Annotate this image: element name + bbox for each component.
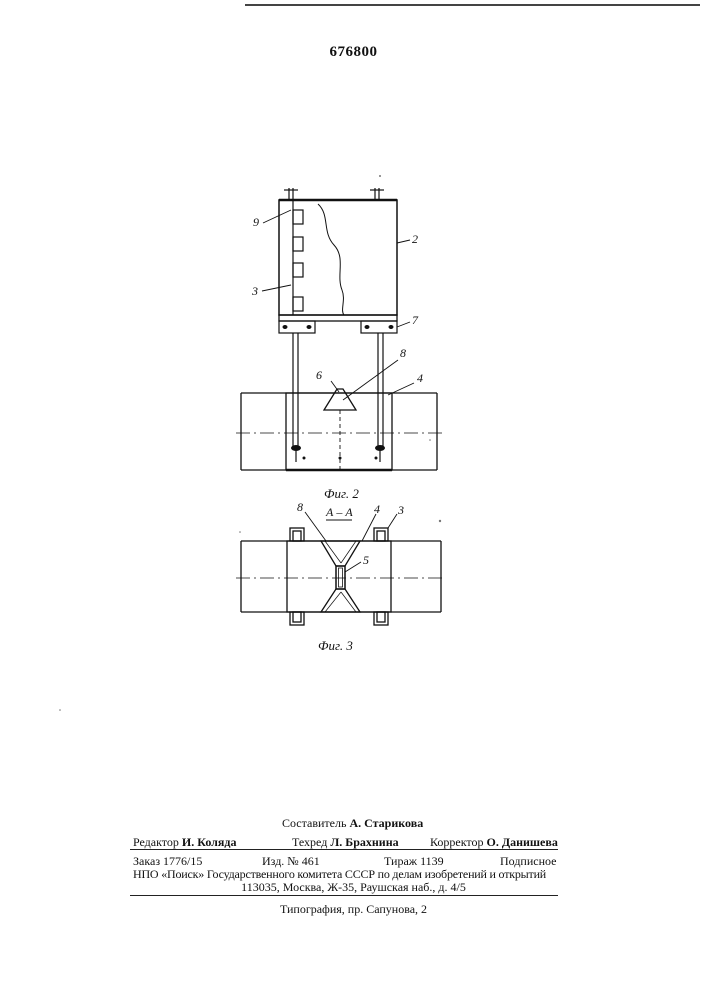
printer-line: Типография, пр. Сапунова, 2 — [0, 902, 707, 916]
techred-name: Л. Брахнина — [330, 835, 398, 849]
fig2-label-6: 6 — [316, 368, 322, 383]
brackets — [290, 528, 388, 625]
corrector-line: Корректор О. Данишева — [430, 835, 558, 849]
fig2-label-9: 9 — [253, 215, 259, 230]
editor-line: Редактор И. Коляда — [133, 835, 236, 849]
subscription: Подписное — [500, 854, 557, 868]
guide-teeth — [293, 210, 303, 311]
fig3-label-3: 3 — [398, 503, 404, 518]
fig3-caption: Фиг. 3 — [318, 638, 353, 654]
compiler-label: Составитель — [282, 816, 346, 830]
funnel-section — [321, 541, 360, 612]
corrector-name: О. Данишева — [487, 835, 558, 849]
fig2-label-2: 2 — [412, 232, 418, 247]
fig2-label-3: 3 — [252, 284, 258, 299]
imprint-rule-bottom — [130, 895, 558, 896]
fig3-label-4: 4 — [374, 502, 380, 517]
pipe-section — [241, 541, 441, 612]
corrector-label: Корректор — [430, 835, 484, 849]
fig2-caption: Фиг. 2 — [324, 486, 359, 502]
compiler-name: А. Старикова — [349, 816, 423, 830]
edition-number: Изд. № 461 — [262, 854, 320, 868]
circulation: Тираж 1139 — [384, 854, 444, 868]
slot — [336, 566, 345, 589]
fig2-label-8: 8 — [400, 346, 406, 361]
techred-label: Техред — [292, 835, 327, 849]
editor-name: И. Коляда — [182, 835, 237, 849]
compiler-line: Составитель А. Старикова — [282, 816, 423, 830]
container-box — [279, 200, 397, 315]
fig3-label-8: 8 — [297, 500, 303, 515]
organization-line: НПО «Поиск» Государственного комитета СС… — [133, 867, 563, 881]
fig3-section-mark: А – А — [326, 505, 353, 520]
editor-label: Редактор — [133, 835, 179, 849]
imprint-rule-top — [130, 849, 558, 850]
funnel — [324, 389, 356, 410]
fig2-label-4: 4 — [417, 371, 423, 386]
address-line: 113035, Москва, Ж-35, Раушская наб., д. … — [0, 880, 707, 894]
fig2-label-7: 7 — [412, 313, 418, 328]
fig3-label-5: 5 — [363, 553, 369, 568]
order-number: Заказ 1776/15 — [133, 854, 202, 868]
techred-line: Техред Л. Брахнина — [292, 835, 399, 849]
